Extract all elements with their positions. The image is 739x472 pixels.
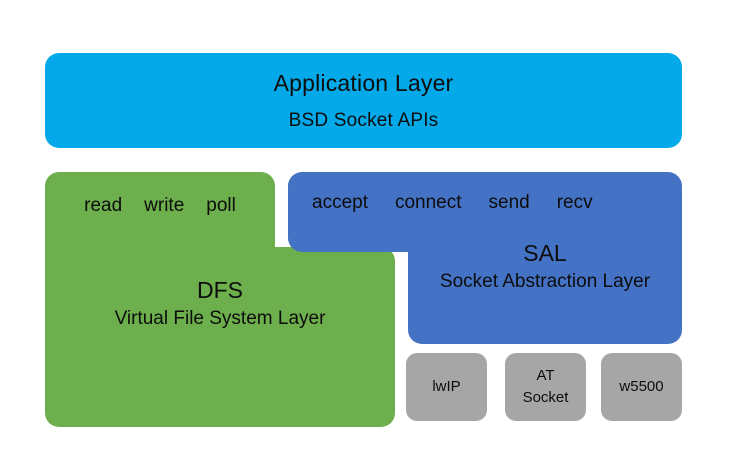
application-layer-box: Application Layer BSD Socket APIs	[45, 53, 682, 148]
dfs-operation-poll: poll	[206, 195, 236, 216]
driver-box-w5500: w5500	[601, 353, 682, 421]
application-layer-title: Application Layer	[273, 69, 454, 96]
sal-operation-recv: recv	[556, 192, 593, 213]
dfs-operation-write: write	[144, 195, 185, 216]
driver-box-lwip-line1: lwIP	[432, 378, 461, 396]
driver-box-w5500-line1: w5500	[619, 378, 664, 396]
driver-box-lwip: lwIP	[406, 353, 487, 421]
dfs-layer-lower-block	[45, 247, 395, 427]
driver-box-at-socket: AT Socket	[505, 353, 586, 421]
dfs-name: DFS	[197, 276, 243, 303]
sal-label-group: SAL Socket Abstraction Layer	[408, 236, 682, 298]
sal-name: SAL	[523, 239, 567, 266]
sal-operation-accept: accept	[312, 192, 368, 213]
sal-operation-send: send	[488, 192, 530, 213]
dfs-description: Virtual File System Layer	[114, 308, 326, 330]
sal-operations-row: accept connect send recv	[300, 187, 670, 219]
driver-box-at-socket-line2: Socket	[522, 389, 569, 406]
dfs-operation-read: read	[84, 195, 123, 216]
sal-description: Socket Abstraction Layer	[439, 271, 651, 293]
dfs-label-group: DFS Virtual File System Layer	[45, 272, 395, 336]
sal-layer-lower-block	[408, 206, 682, 344]
sal-operation-connect: connect	[394, 192, 462, 213]
application-layer-subtitle: BSD Socket APIs	[288, 109, 439, 131]
dfs-operations-row: read write poll	[45, 189, 275, 223]
driver-box-at-socket-line1: AT	[536, 367, 555, 385]
